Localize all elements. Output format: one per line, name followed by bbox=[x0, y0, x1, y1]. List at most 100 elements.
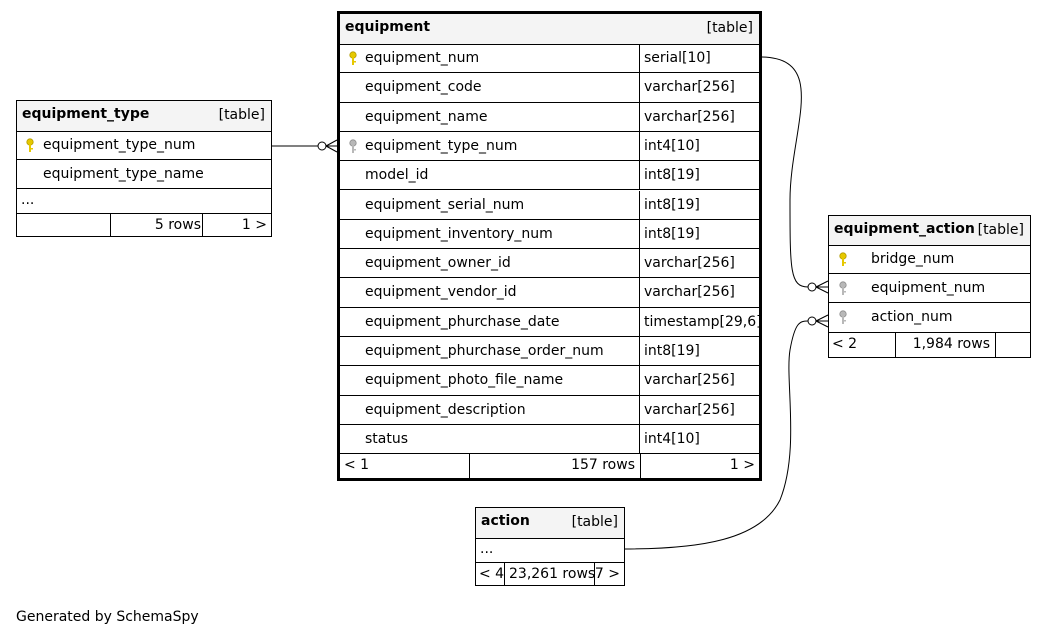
column-row[interactable]: equipment_photo_file_name varchar[256] bbox=[340, 366, 759, 396]
column-type: varchar[256] bbox=[644, 255, 735, 272]
column-type: int8[19] bbox=[644, 343, 700, 359]
column-type: int8[19] bbox=[644, 167, 700, 184]
column-divider bbox=[639, 337, 640, 366]
relation-crowfoot-marker bbox=[815, 314, 829, 328]
parents-count[interactable]: < 2 bbox=[832, 336, 858, 352]
column-name: status bbox=[365, 430, 409, 447]
column-divider bbox=[639, 73, 640, 102]
column-divider bbox=[639, 219, 640, 249]
relation-optional-marker bbox=[317, 141, 327, 151]
column-name: equipment_code bbox=[365, 79, 482, 96]
column-row[interactable]: equipment_num serial[10] bbox=[340, 44, 759, 74]
table-footer: < 2 1,984 rows bbox=[829, 333, 1030, 357]
column-name: equipment_vendor_id bbox=[365, 284, 517, 301]
table-equipment-type[interactable]: equipment_type [table] equipment_type_nu… bbox=[16, 100, 272, 237]
table-name: action bbox=[481, 513, 530, 529]
parents-count[interactable]: < 1 bbox=[344, 457, 370, 473]
column-name: equipment_num bbox=[871, 280, 986, 296]
column-type: timestamp[29,6] bbox=[644, 313, 762, 330]
ellipsis-row: ... bbox=[476, 538, 624, 563]
relation-optional-marker bbox=[807, 316, 817, 326]
children-count[interactable]: 1 > bbox=[729, 457, 755, 473]
column-row[interactable]: equipment_name varchar[256] bbox=[340, 102, 759, 132]
column-divider bbox=[639, 44, 640, 73]
parents-count[interactable]: < 4 bbox=[479, 566, 505, 582]
column-divider bbox=[202, 214, 203, 236]
table-kind: [table] bbox=[977, 222, 1024, 238]
table-action[interactable]: action [table] ... < 4 23,261 rows 7 > bbox=[475, 507, 625, 586]
column-name: equipment_owner_id bbox=[365, 255, 511, 272]
row-count: 1,984 rows bbox=[912, 336, 990, 352]
foreign-key-icon bbox=[838, 310, 848, 330]
column-name: model_id bbox=[365, 167, 429, 184]
table-name: equipment_action bbox=[834, 221, 975, 237]
primary-key-icon bbox=[348, 51, 358, 71]
ellipsis: ... bbox=[480, 541, 494, 557]
column-divider bbox=[639, 395, 640, 424]
column-name: equipment_serial_num bbox=[365, 196, 525, 213]
column-row[interactable]: status int4[10] bbox=[340, 424, 759, 455]
column-type: varchar[256] bbox=[644, 79, 735, 96]
column-type: int8[19] bbox=[644, 225, 700, 242]
table-header: equipment_action [table] bbox=[829, 216, 1030, 246]
column-row[interactable]: equipment_phurchase_date timestamp[29,6] bbox=[340, 307, 762, 337]
column-name: equipment_num bbox=[365, 50, 480, 66]
table-footer: 5 rows 1 > bbox=[17, 214, 271, 236]
column-divider bbox=[639, 366, 640, 395]
column-row[interactable]: equipment_owner_id varchar[256] bbox=[340, 249, 759, 279]
column-divider bbox=[469, 454, 470, 478]
column-name: bridge_num bbox=[871, 251, 955, 267]
table-name: equipment_type bbox=[22, 106, 150, 122]
column-type: serial[10] bbox=[644, 50, 711, 66]
children-count[interactable]: 7 > bbox=[594, 566, 620, 582]
column-name: equipment_name bbox=[365, 108, 488, 125]
primary-key-icon bbox=[25, 138, 35, 158]
column-divider bbox=[639, 161, 640, 190]
column-row[interactable]: equipment_description varchar[256] bbox=[340, 395, 759, 425]
generated-by-label: Generated by SchemaSpy bbox=[16, 609, 199, 625]
column-name: equipment_description bbox=[365, 401, 526, 418]
column-divider bbox=[639, 131, 640, 161]
column-row[interactable]: equipment_num bbox=[829, 274, 1030, 303]
relation-crowfoot-marker bbox=[815, 280, 829, 294]
table-kind: [table] bbox=[571, 514, 618, 530]
ellipsis-row: ... bbox=[17, 189, 271, 214]
row-count: 23,261 rows bbox=[509, 566, 596, 582]
column-row[interactable]: action_num bbox=[829, 303, 1030, 333]
relation-optional-marker bbox=[807, 282, 817, 292]
primary-key-icon bbox=[838, 252, 848, 272]
table-footer: < 1 157 rows 1 > bbox=[340, 454, 759, 478]
column-row[interactable]: equipment_type_num bbox=[17, 131, 271, 160]
foreign-key-icon bbox=[348, 139, 358, 159]
column-type: varchar[256] bbox=[644, 108, 735, 125]
column-type: varchar[256] bbox=[644, 401, 735, 418]
column-divider bbox=[110, 214, 111, 236]
column-divider bbox=[639, 190, 640, 219]
ellipsis: ... bbox=[21, 192, 35, 208]
column-name: equipment_type_name bbox=[43, 166, 204, 182]
children-count[interactable]: 1 > bbox=[241, 217, 267, 233]
column-divider bbox=[895, 333, 896, 357]
column-divider bbox=[639, 307, 640, 336]
column-type: int4[10] bbox=[644, 137, 700, 154]
column-name: equipment_photo_file_name bbox=[365, 372, 564, 389]
table-header: equipment_type [table] bbox=[17, 101, 271, 132]
column-divider bbox=[504, 563, 505, 585]
column-type: varchar[256] bbox=[644, 372, 735, 389]
column-name: equipment_phurchase_date bbox=[365, 313, 560, 330]
column-row[interactable]: model_id int8[19] bbox=[340, 161, 759, 191]
row-count: 5 rows bbox=[154, 217, 201, 233]
column-type: int4[10] bbox=[644, 430, 700, 447]
table-equipment-action[interactable]: equipment_action [table] bridge_num equi… bbox=[828, 215, 1031, 358]
column-divider bbox=[640, 454, 641, 478]
column-row[interactable]: equipment_code varchar[256] bbox=[340, 73, 759, 103]
column-row[interactable]: bridge_num bbox=[829, 245, 1030, 274]
column-divider bbox=[594, 563, 595, 585]
column-row[interactable]: equipment_type_name bbox=[17, 160, 271, 189]
